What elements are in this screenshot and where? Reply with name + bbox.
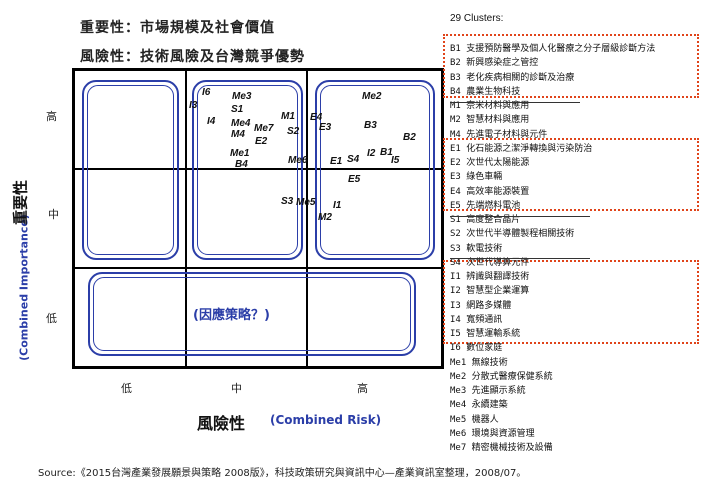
header-line-1: 重要性：市場規模及社會價值 (80, 20, 275, 36)
code-label: M1 (281, 111, 295, 122)
legend-item: S2 次世代半導體製程相關技術 (450, 229, 575, 240)
code-label: Me3 (232, 91, 252, 102)
code-label: Me7 (254, 123, 274, 134)
legend-item: B4 農業生物科技 (450, 86, 521, 97)
code-label: M4 (231, 129, 245, 140)
legend-item: S3 軟電技術 (450, 243, 503, 254)
code-label: E3 (319, 122, 332, 133)
code-label: M2 (318, 212, 332, 223)
legend-item: I2 智慧型企業運算 (450, 286, 530, 297)
legend-item: E3 綠色車輛 (450, 172, 503, 183)
code-label: I4 (207, 116, 216, 127)
code-label: E2 (255, 136, 268, 147)
code-label: B2 (403, 132, 416, 143)
legend-item: Me4 永續建築 (450, 400, 508, 411)
legend-item: I6 數位家庭 (450, 343, 503, 354)
legend-item: Me3 先進顯示系統 (450, 386, 526, 396)
code-label: B4 (235, 159, 248, 170)
y-tick-mid: 中 (48, 208, 59, 221)
code-label: I3 (189, 100, 198, 111)
code-label: I2 (367, 148, 376, 159)
legend-item: B1 支援預防醫學及個人化醫療之分子層級診斷方法 (450, 44, 656, 54)
cluster-box-mid-risk (192, 80, 303, 260)
code-label: I6 (202, 87, 211, 98)
y-axis-title-zh: 重要性 (11, 180, 30, 226)
legend-item: S4 次世代導算元件 (450, 257, 530, 268)
code-label: S3 (281, 196, 294, 207)
legend-group-info (443, 260, 699, 344)
legend-item: B2 新興感染症之管控 (450, 58, 539, 69)
legend-item: E5 先端燃料電池 (450, 200, 521, 211)
code-label: S4 (347, 154, 360, 165)
code-label: S1 (231, 104, 244, 115)
code-label: Me6 (288, 155, 308, 166)
legend-item: M2 智慧材料與應用 (450, 115, 530, 126)
code-label: Me2 (362, 91, 382, 102)
code-label: Me5 (296, 197, 316, 208)
legend-item: Me1 無線技術 (450, 357, 508, 368)
strike-line (450, 102, 580, 103)
legend-group-bio (443, 34, 699, 98)
cluster-box-low-importance (88, 272, 416, 356)
grid-vline-1 (185, 68, 187, 369)
y-axis-title-en: (Combined Importance) (17, 214, 31, 361)
strike-line (450, 258, 590, 259)
x-axis-title-en: (Combined Risk) (270, 413, 382, 427)
legend-item: Me6 環境與資源管理 (450, 428, 535, 439)
code-label: B3 (364, 120, 377, 131)
legend-item: M4 先進電子材料與元件 (450, 129, 548, 140)
code-label: B1 (380, 147, 393, 158)
legend-item: B3 老化疾病相關的診斷及治療 (450, 72, 575, 83)
code-label: I5 (391, 155, 400, 166)
legend-item: E4 高效率能源裝置 (450, 186, 530, 197)
code-label: E4 (310, 112, 323, 123)
grid-vline-2 (306, 68, 308, 369)
legend-item: I4 寬頻通訊 (450, 314, 503, 325)
grid-hline-2 (72, 267, 444, 269)
legend-item: I1 辨識與翻譯技術 (450, 272, 530, 282)
legend-item: Me2 分散式醫療保健系統 (450, 371, 553, 382)
y-tick-low: 低 (46, 312, 57, 325)
code-label: Me4 (231, 118, 251, 129)
grid-hline-1 (72, 168, 444, 170)
code-label: S2 (287, 126, 300, 137)
legend-item: M1 奈米材料與應用 (450, 101, 530, 111)
legend-item: Me7 精密機械技術及設備 (450, 443, 553, 453)
code-label: E1 (330, 156, 343, 167)
legend-group-energy (443, 138, 699, 211)
legend-item: E1 化石能源之潔淨轉換與污染防治 (450, 143, 593, 154)
cluster-box-high-risk (315, 80, 435, 260)
header-line-2: 風險性：技術風險及台灣競爭優勢 (80, 49, 305, 65)
risk-importance-matrix (72, 68, 444, 369)
code-label: I1 (333, 200, 342, 211)
code-label: E5 (348, 174, 361, 185)
legend-item: Me5 機器人 (450, 414, 499, 425)
x-tick-mid: 中 (231, 382, 242, 395)
code-label: Me1 (230, 148, 250, 159)
x-axis-title-zh: 風險性 (197, 414, 246, 433)
source-note: Source:《2015台灣產業發展願景與策略 2008版》，科技政策研究與資訊… (38, 468, 527, 479)
legend-title: 29 Clusters: (450, 13, 504, 24)
x-tick-low: 低 (121, 382, 132, 395)
legend-item: I3 網路多媒體 (450, 300, 512, 311)
y-tick-high: 高 (46, 110, 57, 123)
legend-item: S1 高度整合晶片 (450, 215, 521, 225)
strike-line (450, 216, 590, 217)
strategy-note: (因應策略？) (193, 308, 270, 323)
cluster-box-low-risk (82, 80, 179, 260)
legend-item: E2 次世代太陽能源 (450, 158, 530, 168)
legend-item: I5 智慧運輸系統 (450, 329, 521, 339)
x-tick-high: 高 (357, 382, 368, 395)
